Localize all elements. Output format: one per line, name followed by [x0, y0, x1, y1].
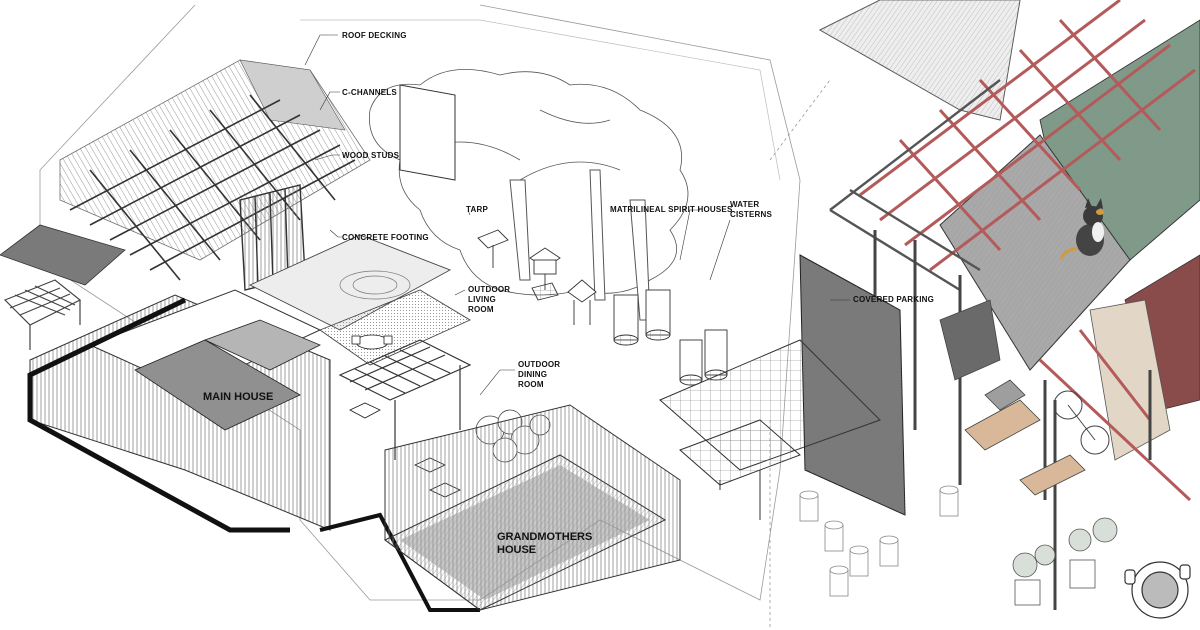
carport-grid-roof — [659, 339, 881, 520]
concrete-footing-slab — [248, 234, 452, 331]
label-outdoor-living-3: ROOM — [468, 305, 494, 314]
tall-panel — [399, 84, 456, 181]
tree-icon — [1012, 517, 1118, 606]
label-water: WATER — [730, 200, 759, 209]
tarp-stand — [477, 229, 509, 268]
label-grandmothers-1: GRANDMOTHERS — [497, 531, 592, 543]
label-wood-studs: WOOD STUDS — [342, 151, 400, 160]
outdoor-living-deck — [319, 289, 471, 366]
corrugated-roof-top — [818, 0, 1021, 121]
label-matrilineal-spirit-houses: MATRILINEAL SPIRIT HOUSES — [610, 205, 733, 214]
label-covered-parking: COVERED PARKING — [853, 295, 934, 304]
round-table — [1124, 561, 1191, 619]
label-concrete-footing: CONCRETE FOOTING — [342, 233, 429, 242]
main-house-gray-block-2 — [203, 319, 321, 371]
label-grandmothers-2: HOUSE — [497, 544, 536, 556]
red-rafters — [859, 0, 1196, 502]
grandmothers-house-roof-fill — [400, 465, 650, 600]
label-outdoor-dining-2: DINING — [518, 370, 547, 379]
label-cisterns: CISTERNS — [730, 210, 773, 219]
gray-roof-texture — [940, 135, 1130, 370]
corrugated-roof-tone — [820, 0, 1020, 120]
bicycle-outline — [1053, 390, 1110, 455]
label-outdoor-living-1: OUTDOOR — [468, 285, 510, 294]
cat-icon — [1060, 198, 1104, 261]
covered-parking-texture — [800, 255, 905, 515]
label-outdoor-dining-3: ROOM — [518, 380, 544, 389]
left-axonometric-panel: ROOF DECKING C-CHANNELS WOOD STUDS CONCR… — [0, 4, 801, 612]
water-cisterns — [613, 289, 728, 386]
right-detail-panel: COVERED PARKING — [659, 0, 1200, 630]
label-c-channels: C-CHANNELS — [342, 88, 397, 97]
c-channels-layer — [69, 94, 356, 281]
label-main-house: MAIN HOUSE — [203, 391, 273, 403]
dark-rafters — [829, 79, 1001, 292]
wood-shelves — [939, 299, 1086, 496]
leader-lines — [304, 34, 731, 396]
tree-trunks — [509, 169, 651, 321]
spirit-houses — [529, 247, 597, 325]
roof-decking-ridge — [239, 59, 346, 131]
footing-contour — [339, 270, 411, 300]
cylinder-stools — [799, 485, 959, 597]
shade-panel — [0, 224, 126, 286]
panel-divider-top — [769, 79, 831, 161]
grandmothers-boundary — [319, 512, 480, 612]
side-pergola — [3, 279, 82, 350]
chair-icon — [351, 334, 393, 350]
footing-contour-inner — [352, 275, 398, 295]
label-outdoor-dining-1: OUTDOOR — [518, 360, 560, 369]
main-house-gray-block — [134, 339, 301, 431]
main-house-boundary — [27, 297, 290, 533]
site-boundary-inner — [300, 19, 781, 181]
label-tarp: TARP — [466, 205, 488, 214]
label-roof-decking: ROOF DECKING — [342, 31, 407, 40]
label-outdoor-living-2: LIVING — [468, 295, 496, 304]
